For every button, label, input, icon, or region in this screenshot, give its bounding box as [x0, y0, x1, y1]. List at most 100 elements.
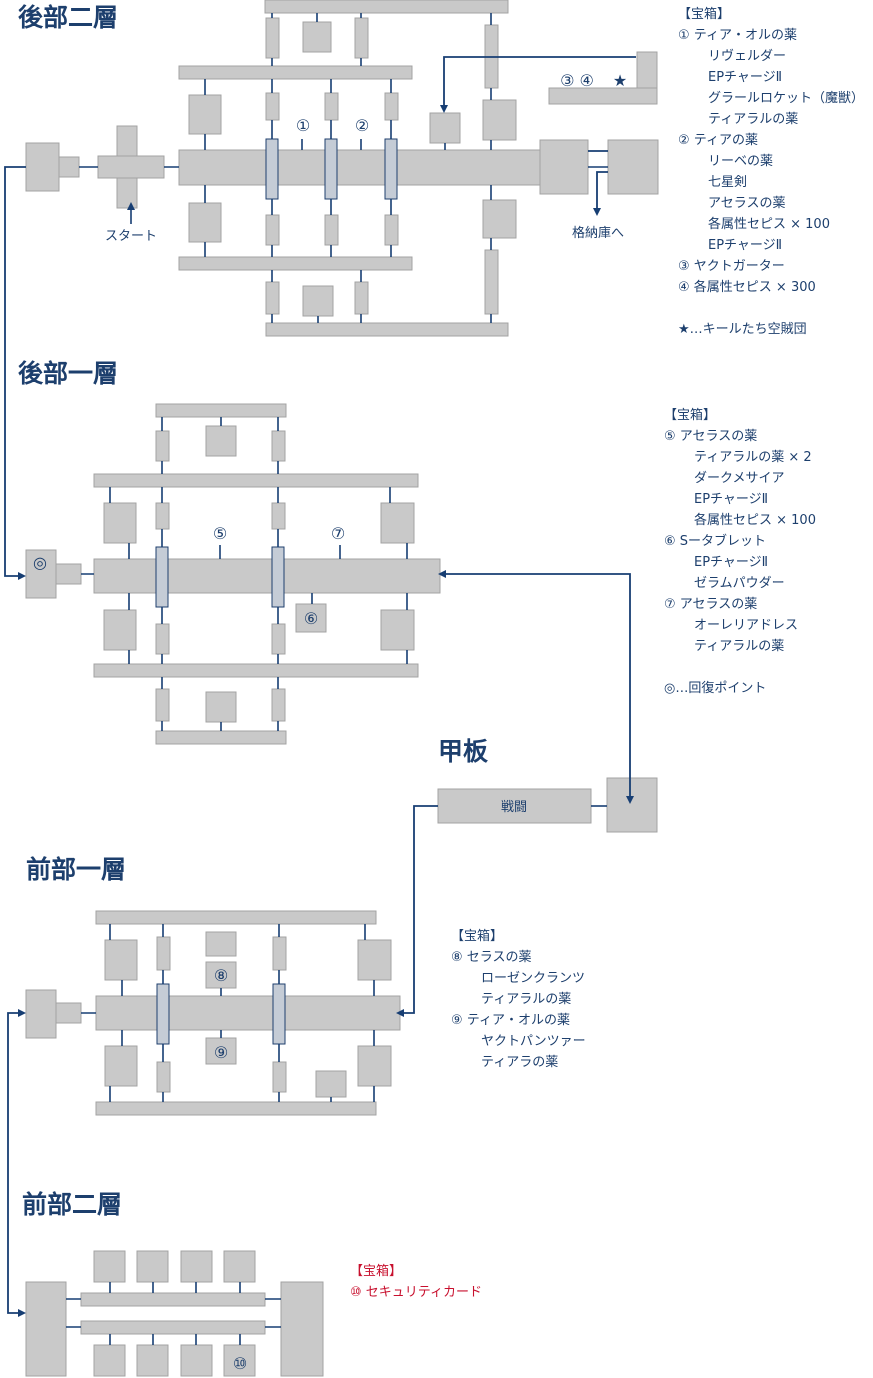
legend-item: ⑧ セラスの薬	[451, 950, 532, 965]
room	[429, 112, 461, 144]
room	[482, 99, 517, 141]
room	[302, 285, 334, 317]
room	[155, 430, 170, 462]
room	[607, 139, 659, 195]
room	[271, 502, 286, 530]
floor-rear1: 後部一層 ⑤ ⑦ ⑥ ◎	[18, 359, 441, 745]
corridor	[155, 730, 287, 745]
room	[271, 623, 286, 655]
legend-item: ティアラルの薬 × 2	[694, 450, 812, 465]
legend-note: ★…キールたち空賊団	[678, 322, 807, 337]
room	[265, 281, 280, 315]
main-corridor	[95, 995, 401, 1031]
marker-2: ②	[355, 116, 369, 135]
room	[205, 1037, 237, 1065]
marker-10: ⑩	[233, 1354, 247, 1373]
legend-item: ③ ヤクトガーター	[678, 259, 785, 274]
legend-item: ダークメサイア	[694, 471, 785, 486]
room	[25, 989, 57, 1039]
start-room	[97, 155, 165, 179]
corridor	[95, 910, 377, 925]
room	[188, 94, 222, 135]
legend-item: ⑥ Sータブレット	[664, 534, 767, 549]
floor-rear2: 後部二層	[18, 0, 659, 337]
room	[156, 1061, 171, 1093]
room	[357, 1045, 392, 1087]
legend-item: リーベの薬	[708, 154, 774, 169]
room	[384, 92, 399, 121]
legend-item: 各属性セピス × 100	[708, 217, 830, 232]
floor-title-front1: 前部一層	[26, 855, 126, 884]
room	[324, 214, 339, 246]
room	[55, 1002, 82, 1024]
room	[103, 502, 137, 544]
start-label: スタート	[105, 229, 157, 244]
room	[156, 936, 171, 971]
corridor	[265, 322, 509, 337]
corridor	[93, 663, 419, 678]
room	[484, 249, 499, 315]
corridor	[178, 65, 413, 80]
room	[384, 214, 399, 246]
legend-item: ⑩ セキュリティカード	[350, 1285, 483, 1300]
legend-note: ◎…回復ポイント	[664, 681, 767, 696]
corridor	[95, 1101, 377, 1116]
legend-title: 【宝箱】	[451, 929, 504, 944]
corridor	[264, 0, 509, 14]
legend-item: ティアラルの薬	[694, 639, 785, 654]
legend-item: ④ 各属性セピス × 300	[678, 280, 816, 295]
door	[384, 138, 398, 200]
room	[180, 1344, 213, 1377]
legend-item: ローゼンクランツ	[481, 971, 586, 986]
room	[93, 1250, 126, 1283]
room	[136, 1344, 169, 1377]
room	[136, 1250, 169, 1283]
deck-room	[606, 777, 658, 833]
legend-item: ① ティア・オルの薬	[678, 28, 798, 43]
door	[272, 983, 286, 1045]
legend-item: 七星剣	[708, 175, 748, 190]
room	[315, 1070, 347, 1098]
room	[205, 961, 237, 989]
room	[380, 609, 415, 651]
door	[156, 983, 170, 1045]
legend-item: ティアラの薬	[481, 1055, 559, 1070]
legend-item: ティアラルの薬	[481, 992, 572, 1007]
room	[295, 603, 327, 633]
legend-item: ⑦ アセラスの薬	[664, 597, 758, 612]
legend-lines: ⑩ セキュリティカード	[350, 1282, 482, 1303]
marker-6: ⑥	[304, 609, 318, 628]
marker-8: ⑧	[214, 966, 228, 985]
legend-title: 【宝箱】	[664, 408, 717, 423]
star-marker: ★	[613, 71, 627, 90]
main-corridor	[93, 558, 441, 594]
battle-label: 戦闘	[501, 800, 527, 815]
room	[205, 931, 237, 957]
legend-item: ⑨ ティア・オルの薬	[451, 1013, 571, 1028]
recovery-symbol: ◎	[33, 553, 47, 572]
room	[324, 92, 339, 121]
room	[155, 502, 170, 530]
room	[539, 139, 589, 195]
marker-3-4: ③ ④	[560, 71, 594, 90]
corridor	[93, 473, 419, 488]
corridor	[80, 1320, 266, 1335]
legend-item: EPチャージⅡ	[694, 492, 769, 507]
legend-item: ティアラルの薬	[708, 112, 799, 127]
legend-item: グラールロケット（魔獣）	[708, 91, 865, 106]
door	[324, 138, 338, 200]
room-keel	[548, 87, 658, 105]
room	[155, 623, 170, 655]
room	[223, 1250, 256, 1283]
legend-item: EPチャージⅡ	[708, 70, 783, 85]
legend-item: 各属性セピス × 100	[694, 513, 816, 528]
corridor	[80, 1292, 266, 1307]
door	[265, 138, 279, 200]
battle-room	[437, 788, 592, 824]
room	[180, 1250, 213, 1283]
